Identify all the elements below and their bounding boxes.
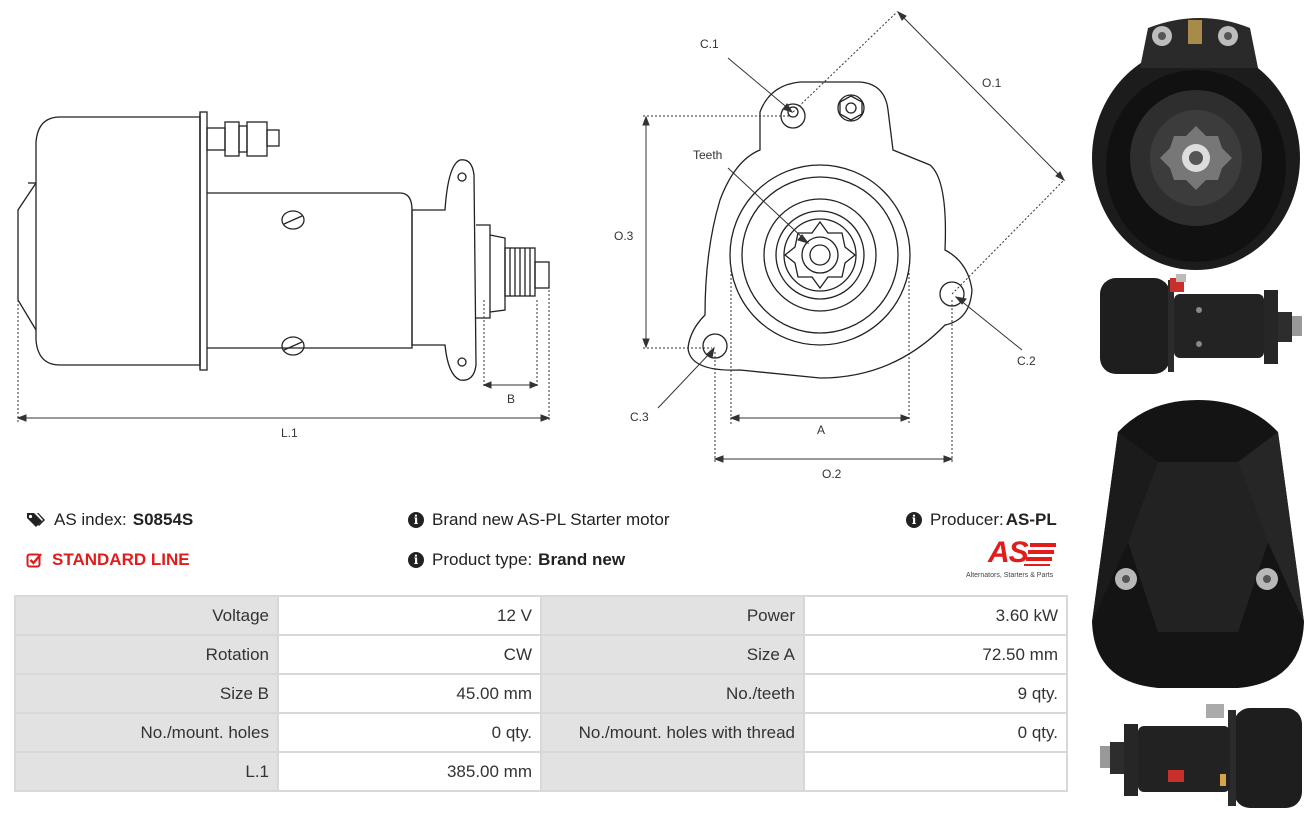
dimension-label-a: A — [817, 423, 826, 437]
dimension-label-c1: C.1 — [700, 37, 719, 51]
spec-value: 0 qty. — [279, 714, 540, 751]
as-pl-logo: AS Alternators, Starters & Parts — [966, 536, 1068, 582]
description-text: Brand new AS-PL Starter motor — [432, 510, 670, 529]
description: i Brand new AS-PL Starter motor — [408, 510, 669, 530]
spec-value: 3.60 kW — [805, 597, 1066, 634]
spec-value: 12 V — [279, 597, 540, 634]
product-type-label: Product type: — [432, 550, 533, 569]
product-photo-front — [1092, 18, 1300, 270]
dimension-label-o1: O.1 — [982, 76, 1002, 90]
as-index-label: AS index: — [54, 510, 127, 529]
spec-value: 385.00 mm — [279, 753, 540, 790]
spec-key: Size B — [16, 675, 277, 712]
product-type-value: Brand new — [538, 550, 626, 569]
spec-key: No./mount. holes — [16, 714, 277, 751]
as-index-value: S0854S — [132, 510, 194, 529]
spec-key: Power — [542, 597, 803, 634]
spec-key: Voltage — [16, 597, 277, 634]
spec-value: 72.50 mm — [805, 636, 1066, 673]
spec-key: Size A — [542, 636, 803, 673]
logo-tagline: Alternators, Starters & Parts — [966, 572, 1054, 579]
producer-value: AS-PL — [1005, 510, 1057, 529]
spec-key — [542, 753, 803, 790]
spec-key: L.1 — [16, 753, 277, 790]
tags-icon — [27, 513, 45, 527]
spec-value: 45.00 mm — [279, 675, 540, 712]
spec-key: No./mount. holes with thread — [542, 714, 803, 751]
producer-label: Producer: — [930, 510, 1004, 529]
check-square-icon — [26, 553, 42, 568]
product-photo-rear — [1092, 400, 1304, 688]
dimension-label-c2: C.2 — [1017, 354, 1036, 368]
info-circle-icon: i — [906, 512, 922, 528]
as-index: AS index: S0854S — [26, 510, 193, 530]
spec-value: 0 qty. — [805, 714, 1066, 751]
dimension-label-b: B — [507, 392, 516, 406]
front-view-drawing — [642, 10, 1066, 464]
product-type: i Product type: Brand new — [408, 550, 625, 570]
spec-value: 9 qty. — [805, 675, 1066, 712]
spec-key: No./teeth — [542, 675, 803, 712]
side-view-drawing — [16, 111, 551, 422]
dimension-label-l1: L.1 — [281, 426, 298, 440]
product-photo-side — [1100, 274, 1302, 374]
spec-value: CW — [279, 636, 540, 673]
logo-mark: AS — [988, 536, 1029, 569]
producer: i Producer: AS-PL — [906, 510, 1057, 530]
info-circle-icon: i — [408, 512, 424, 528]
info-circle-icon: i — [408, 552, 424, 568]
standard-line-label: STANDARD LINE — [52, 550, 190, 569]
dimension-label-teeth: Teeth — [693, 148, 723, 162]
dimension-label-c3: C.3 — [630, 410, 649, 424]
standard-line-badge: STANDARD LINE — [26, 550, 190, 570]
dimension-label-o2: O.2 — [822, 467, 842, 481]
spec-key: Rotation — [16, 636, 277, 673]
spec-value — [805, 753, 1066, 790]
product-photo-side-alt — [1100, 704, 1302, 808]
dimension-label-o3: O.3 — [614, 229, 634, 243]
